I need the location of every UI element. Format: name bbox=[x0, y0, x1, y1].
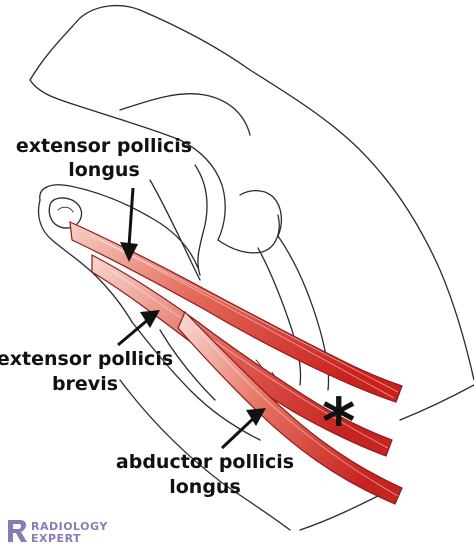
label-epb-line1: extensor pollicis bbox=[0, 348, 173, 370]
label-epl-line1: extensor pollicis bbox=[16, 135, 192, 157]
arrows bbox=[117, 187, 266, 450]
arrow-apl-shaft bbox=[220, 414, 258, 450]
asterisk-marker: * bbox=[322, 386, 355, 460]
tendons bbox=[69, 221, 403, 505]
logo-r-icon bbox=[8, 520, 27, 542]
label-apl-line1: abductor pollicis bbox=[116, 451, 294, 473]
radiology-expert-logo: RADIOLOGY EXPERT bbox=[8, 520, 108, 545]
arrow-epb-head bbox=[140, 310, 160, 328]
label-epl-line2: longus bbox=[68, 159, 140, 181]
labels: extensor pollicis longus extensor pollic… bbox=[0, 135, 294, 498]
arrow-epb-shaft bbox=[117, 316, 151, 347]
label-apl-line2: longus bbox=[169, 476, 241, 498]
arrow-epl-shaft bbox=[127, 187, 135, 247]
logo-text-line2: EXPERT bbox=[31, 532, 81, 545]
logo-text-line1: RADIOLOGY bbox=[31, 520, 108, 533]
hand-outline bbox=[29, 4, 474, 531]
label-epb-line2: brevis bbox=[52, 373, 118, 395]
arrow-epl-head bbox=[120, 242, 138, 262]
arrow-apl-head bbox=[246, 408, 266, 426]
